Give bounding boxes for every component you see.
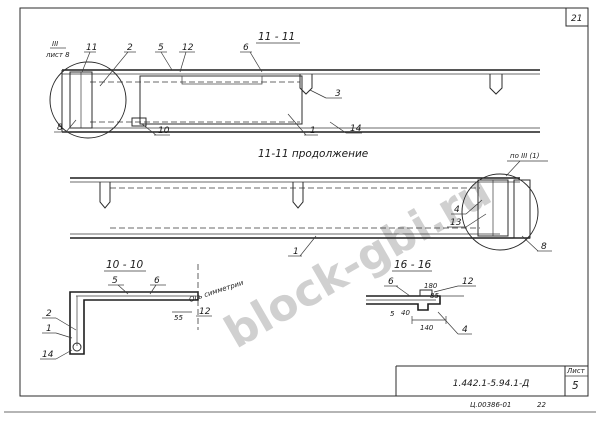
section-11-cont-title: 11-11 продолжение (258, 148, 368, 160)
page-corner-number: 21 (571, 14, 582, 24)
sheet-number: 5 (572, 380, 579, 392)
profile-10-bar-14 (72, 342, 82, 352)
cont-callout-1: 1 (293, 247, 299, 257)
callout-5-leader (160, 51, 173, 71)
section-10-title: 10 - 10 (106, 259, 144, 271)
dim-85: 85 (430, 292, 439, 300)
s16-callout-6: 6 (388, 277, 394, 287)
s10-callout-2-leader (55, 317, 77, 331)
callout-12-leader (179, 51, 187, 73)
s10-callout-2: 2 (46, 309, 52, 319)
callout-8-leader (65, 119, 77, 133)
dim-180: 180 (424, 282, 438, 290)
sheet-label: Лист (566, 367, 586, 375)
callout-12: 12 (182, 43, 194, 53)
bottom-anchor (131, 117, 147, 127)
callout-11-leader (81, 51, 91, 73)
archive-code: Ц.00386-01 (470, 401, 511, 409)
s10-callout-14-leader (55, 349, 73, 360)
callout-10-leader (141, 123, 157, 136)
callout-10: 10 (158, 126, 170, 136)
document-code: 1.442.1-5.94.1-Д (453, 379, 530, 389)
s16-callout-5: 5 (390, 310, 395, 318)
callout-2: 2 (127, 43, 133, 53)
cont-callout-1-leader (299, 235, 317, 257)
s10-callout-14: 14 (42, 350, 54, 360)
embedded-plate (181, 75, 263, 85)
cont-callout-4: 4 (454, 205, 460, 215)
callout-6: 6 (243, 43, 249, 53)
callout-11: 11 (86, 43, 97, 53)
s10-callout-6-leader (149, 284, 157, 295)
dim-55: 55 (174, 314, 183, 322)
cont-callout-8-leader (521, 235, 539, 252)
sheet-frame (19, 7, 589, 397)
s16-callout-4: 4 (462, 325, 468, 335)
callout-3-leader (309, 89, 327, 99)
section-16-title: 16 - 16 (394, 259, 432, 271)
dim-140: 140 (420, 324, 434, 332)
callout-14-leader (329, 121, 347, 134)
callout-5: 5 (158, 43, 164, 53)
rib-1 (299, 74, 313, 95)
callout-14: 14 (350, 124, 362, 134)
cont-callout-4-leader (465, 199, 483, 215)
s16-callout-12: 12 (462, 277, 474, 287)
detail-circle-III (49, 61, 127, 139)
s10-callout-5: 5 (112, 276, 118, 286)
node-ref-cont: по III (1) (510, 152, 540, 160)
node-ref-cont-leader (505, 160, 521, 177)
s16-callout-12-leader (433, 285, 459, 293)
cont-rib-1 (99, 182, 111, 209)
callout-8: 8 (57, 123, 63, 133)
profile-10-outline (69, 291, 199, 355)
s10-callout-1: 1 (46, 324, 52, 334)
s10-callout-6: 6 (154, 276, 160, 286)
section-11-title: 11 - 11 (258, 31, 295, 43)
detail-circle-III-cont (461, 173, 539, 251)
section-10-view: 10 - 10 Ось симметрии 55 5 6 12 2 1 14 (40, 259, 245, 360)
rib-2 (489, 74, 503, 95)
profile-16-outline (366, 295, 441, 311)
callout-6-leader (249, 51, 263, 73)
cont-callout-13-leader (465, 213, 487, 228)
cont-rib-2 (292, 182, 304, 209)
callout-1: 1 (310, 126, 316, 136)
s16-callout-4-leader (437, 311, 459, 335)
s16-callout-6-leader (395, 285, 411, 297)
callout-2-leader (99, 51, 129, 87)
node-ref-III-sheet: лист 8 (45, 51, 70, 59)
archive-page: 22 (537, 401, 546, 409)
dim-40: 40 (401, 309, 410, 317)
section-11-view: 11 - 11 III лист 8 11 2 5 12 6 (45, 31, 540, 139)
section-16-view: 16 - 16 180 85 140 40 6 12 5 4 (366, 259, 476, 335)
cont-callout-13: 13 (450, 218, 462, 228)
s10-callout-1-leader (55, 332, 73, 339)
inner-block (139, 75, 303, 125)
cont-end-face (513, 179, 531, 239)
section-11-continuation-view: 11-11 продолжение по III (1) 4 13 1 8 (70, 148, 552, 257)
cont-callout-8: 8 (541, 242, 547, 252)
s10-callout-5-leader (117, 284, 129, 295)
profile-16-plate (419, 289, 433, 297)
s10-callout-12: 12 (199, 307, 211, 317)
callout-1-leader (287, 113, 307, 136)
node-ref-III: III (52, 40, 58, 48)
callout-3: 3 (335, 89, 341, 99)
watermark-text: block-gbi.ru (216, 166, 500, 359)
corner-number-box (565, 7, 589, 27)
